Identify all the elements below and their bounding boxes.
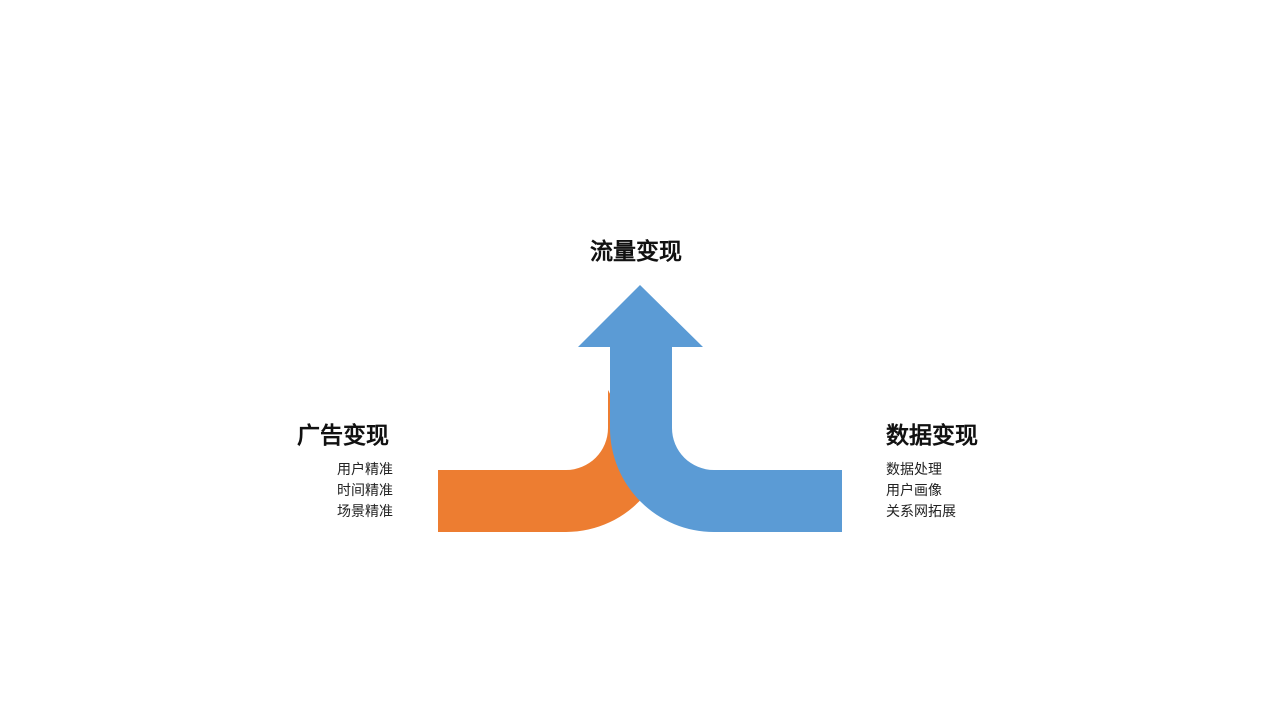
- right-item-list: 数据处理 用户画像 关系网拓展: [886, 460, 956, 523]
- blue-arrow-band: [578, 285, 842, 532]
- orange-arrow-band: [438, 390, 645, 532]
- right-title: 数据变现: [886, 423, 978, 449]
- right-list-item: 数据处理: [886, 462, 942, 478]
- center-title: 流量变现: [590, 239, 682, 265]
- left-list-item: 用户精准: [337, 462, 393, 478]
- left-title: 广告变现: [297, 423, 389, 449]
- right-list-item: 关系网拓展: [886, 504, 956, 520]
- right-list-item: 用户画像: [886, 483, 942, 499]
- left-item-list: 用户精准 时间精准 场景精准: [333, 460, 393, 523]
- left-list-item: 时间精准: [337, 483, 393, 499]
- left-list-item: 场景精准: [337, 504, 393, 520]
